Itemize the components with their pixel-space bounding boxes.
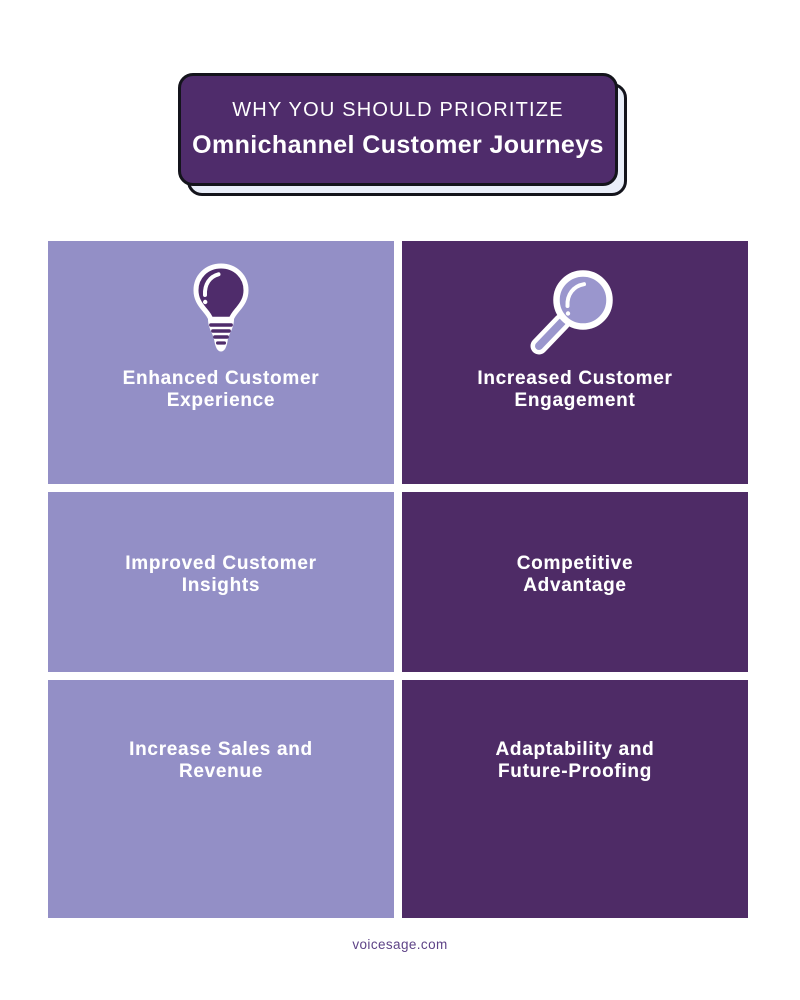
magnifier-icon [527,261,623,357]
cell-label-line: Advantage [523,575,627,596]
cell-label-line: Future-Proofing [497,761,653,782]
title-box: WHY YOU SHOULD PRIORITIZE Omnichannel Cu… [178,73,618,186]
page-title: Omnichannel Customer Journeys [192,131,604,159]
title-banner: WHY YOU SHOULD PRIORITIZE Omnichannel Cu… [0,0,800,210]
cell-label-line: Experience [166,390,276,411]
lightbulb-icon [189,261,253,357]
cell-label-line: Revenue [178,761,264,782]
cell-label-line: Engagement [514,390,636,411]
footer-url: voicesage.com [352,937,448,952]
cell-label-line: Increase Sales and [129,739,313,760]
cell-label-line: Adaptability and [495,739,655,760]
cell-label-line: Improved Customer [125,553,317,574]
cell-label-line: Competitive [516,553,634,574]
title-kicker: WHY YOU SHOULD PRIORITIZE [232,99,564,121]
cell-label-line: Insights [181,575,261,596]
cell-label-line: Enhanced Customer [122,368,320,389]
cell-label-line: Increased Customer [477,368,673,389]
